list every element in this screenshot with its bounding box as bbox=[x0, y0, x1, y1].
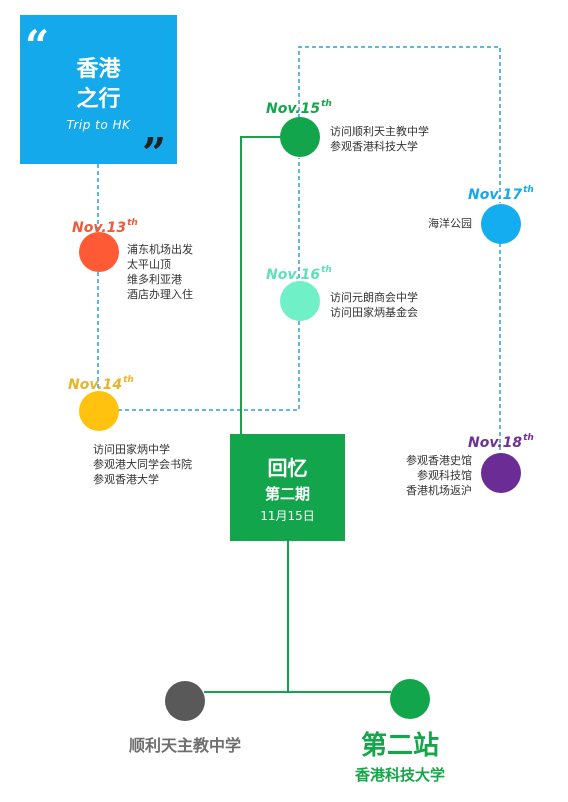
event-list-nov16: 访问元朗商会中学 访问田家炳基金会 bbox=[330, 290, 418, 320]
date-label-nov13: Nov.13th bbox=[72, 215, 138, 236]
date-text: Nov.16 bbox=[266, 267, 321, 283]
title-subtitle: Trip to HK bbox=[66, 118, 131, 132]
memory-issue-card: 回忆 第二期 11月15日 bbox=[230, 434, 345, 541]
event-item: 香港机场返沪 bbox=[406, 484, 472, 497]
date-suffix: th bbox=[321, 265, 332, 275]
school-left-dot bbox=[165, 681, 205, 721]
date-suffix: th bbox=[321, 99, 332, 109]
title-card: “ 香港 之行 Trip to HK ” bbox=[20, 15, 177, 175]
event-dot-nov14 bbox=[79, 391, 119, 431]
date-label-nov14: Nov.14th bbox=[68, 372, 134, 393]
issue-number: 第二期 bbox=[264, 485, 310, 503]
title-heading: 香港 之行 bbox=[20, 55, 177, 115]
date-label-nov16: Nov.16th bbox=[266, 262, 332, 283]
event-item: 参观香港科技大学 bbox=[330, 140, 418, 153]
close-quote-mark: ” bbox=[142, 129, 167, 178]
event-dot-nov18 bbox=[481, 453, 521, 493]
event-dot-nov15 bbox=[280, 117, 320, 157]
event-list-nov18: 参观香港史馆 参观科技馆 香港机场返沪 bbox=[360, 453, 472, 498]
date-suffix: th bbox=[523, 433, 534, 443]
date-text: Nov.15 bbox=[266, 101, 321, 117]
date-label-nov17: Nov.17th bbox=[468, 182, 534, 203]
date-text: Nov.17 bbox=[468, 187, 523, 203]
station-heading: 第二站 bbox=[360, 731, 439, 761]
issue-date: 11月15日 bbox=[260, 509, 315, 523]
event-list-nov13: 浦东机场出发 太平山顶 维多利亚港 酒店办理入住 bbox=[127, 242, 193, 302]
event-item: 访问元朗商会中学 bbox=[330, 291, 418, 304]
event-item: 维多利亚港 bbox=[127, 273, 182, 286]
event-item: 参观港大同学会书院 bbox=[93, 458, 192, 471]
memory-title: 回忆 bbox=[267, 456, 308, 480]
title-line-2: 之行 bbox=[76, 87, 121, 112]
event-item: 参观科技馆 bbox=[417, 469, 472, 482]
event-item: 参观香港大学 bbox=[93, 473, 159, 486]
event-item: 访问田家炳中学 bbox=[93, 443, 170, 456]
event-list-nov14: 访问田家炳中学 参观港大同学会书院 参观香港大学 bbox=[93, 442, 192, 487]
event-dot-nov17 bbox=[481, 204, 521, 244]
date-suffix: th bbox=[123, 375, 134, 385]
date-suffix: th bbox=[523, 185, 534, 195]
open-quote-mark: “ bbox=[25, 21, 50, 70]
date-text: Nov.18 bbox=[468, 435, 523, 451]
event-item: 海洋公园 bbox=[428, 217, 472, 230]
date-suffix: th bbox=[127, 218, 138, 228]
event-item: 浦东机场出发 bbox=[127, 243, 193, 256]
event-item: 参观香港史馆 bbox=[406, 454, 472, 467]
date-text: Nov.14 bbox=[68, 377, 123, 393]
event-item: 访问田家炳基金会 bbox=[330, 306, 418, 319]
date-text: Nov.13 bbox=[72, 220, 127, 236]
event-dot-nov13 bbox=[79, 232, 119, 272]
title-line-1: 香港 bbox=[76, 57, 121, 82]
school-right-dot bbox=[390, 679, 430, 719]
event-item: 访问顺利天主教中学 bbox=[330, 125, 429, 138]
event-dot-nov16 bbox=[280, 281, 320, 321]
event-item: 酒店办理入住 bbox=[127, 288, 193, 301]
school-right-label: 香港科技大学 bbox=[354, 766, 445, 784]
event-list-nov15: 访问顺利天主教中学 参观香港科技大学 bbox=[330, 124, 429, 154]
school-left-label: 顺利天主教中学 bbox=[128, 736, 241, 755]
event-list-nov17: 海洋公园 bbox=[380, 216, 472, 231]
date-label-nov18: Nov.18th bbox=[468, 430, 534, 451]
event-item: 太平山顶 bbox=[127, 258, 171, 271]
date-label-nov15: Nov.15th bbox=[266, 96, 332, 117]
